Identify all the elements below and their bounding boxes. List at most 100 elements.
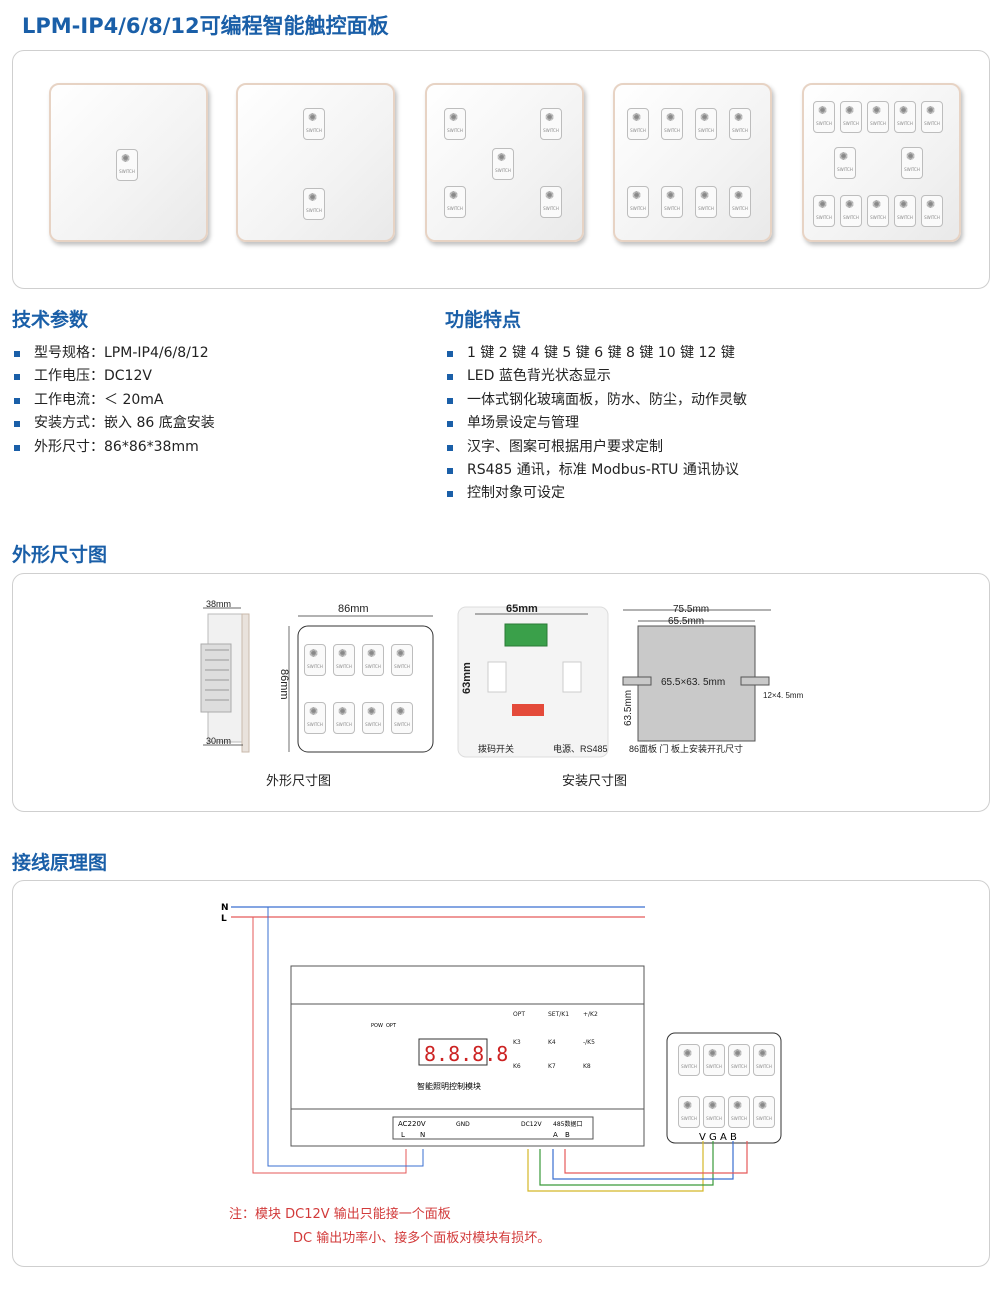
wiring-box: N L POW OPT 8.8.8.8 智能照明控制模块 AC220V L N … [12, 880, 990, 1267]
switch-key-icon: SWITCH [678, 1044, 700, 1076]
switch-key-icon: SWITCH [391, 644, 413, 676]
switch-key-icon: SWITCH [728, 1044, 750, 1076]
switch-key-icon: SWITCH [840, 195, 862, 227]
switch-key-icon: SWITCH [867, 101, 889, 133]
module-button: SET/K1 [548, 1011, 570, 1018]
switch-key-icon: SWITCH [540, 108, 562, 140]
line-l-label: L [221, 914, 227, 924]
dimensions-heading: 外形尺寸图 [12, 544, 108, 566]
feature-item: 控制对象可设定 [445, 482, 747, 505]
tech-item: 外形尺寸：86*86*38mm [12, 436, 215, 459]
switch-key-icon: SWITCH [695, 108, 717, 140]
module-button-panel: OPT SET/K1 +/K2 K3 K4 -/K5 K6 K7 K8 [513, 1011, 623, 1081]
module-name: 智能照明控制模块 [417, 1081, 481, 1091]
switch-key-icon: SWITCH [703, 1044, 725, 1076]
product-photo-box: SWITCH SWITCH SWITCH SWITCH SWITCH SWITC… [12, 50, 990, 289]
feature-item: 一体式钢化玻璃面板，防水、防尘，动作灵敏 [445, 389, 747, 412]
module-button: OPT [513, 1011, 526, 1018]
module-button: K8 [583, 1063, 591, 1070]
switch-key-icon: SWITCH [444, 186, 466, 218]
module-button: K4 [548, 1039, 556, 1046]
switch-key-icon: SWITCH [813, 101, 835, 133]
features-heading: 功能特点 [445, 309, 522, 331]
caption-install: 安装尺寸图 [562, 774, 628, 789]
side-top-dim: 38mm [206, 599, 231, 609]
switch-key-icon: SWITCH [661, 186, 683, 218]
cut-inner-dim: 65.5mm [668, 616, 704, 627]
back-label-power: 电源、RS485 [553, 743, 608, 754]
switch-key-icon: SWITCH [813, 195, 835, 227]
panel-12-key: SWITCH SWITCH SWITCH SWITCH SWITCH SWITC… [802, 83, 961, 242]
switch-key-icon: SWITCH [901, 147, 923, 179]
switch-key-icon: SWITCH [362, 644, 384, 676]
feature-item: LED 蓝色背光状态显示 [445, 365, 747, 388]
module-button: K6 [513, 1063, 521, 1070]
module-button: K3 [513, 1039, 521, 1046]
cut-center-dim: 65.5×63. 5mm [661, 677, 725, 688]
feature-item: RS485 通讯，标准 Modbus-RTU 通讯协议 [445, 459, 747, 482]
switch-key-icon: SWITCH [661, 108, 683, 140]
back-width-dim: 65mm [506, 603, 538, 615]
back-height-dim: 63mm [461, 662, 473, 694]
panel-8-key: SWITCH SWITCH SWITCH SWITCH SWITCH SWITC… [613, 83, 772, 242]
line-n-label: N [221, 903, 229, 913]
note-2: DC 输出功率小、接多个面板对模块有损坏。 [293, 1230, 550, 1246]
switch-key-icon: SWITCH [728, 1096, 750, 1128]
switch-key-icon: SWITCH [840, 101, 862, 133]
module-button: -/K5 [583, 1039, 595, 1046]
switch-key-icon: SWITCH [703, 1096, 725, 1128]
switch-key-icon: SWITCH [627, 186, 649, 218]
switch-key-icon: SWITCH [753, 1096, 775, 1128]
switch-key-icon: SWITCH [753, 1044, 775, 1076]
cut-slot-dim: 12×4. 5mm [763, 691, 804, 700]
caption-outline: 外形尺寸图 [266, 774, 332, 789]
cut-caption: 86面板 门 板上安装开孔尺寸 [629, 743, 743, 754]
switch-key-icon: SWITCH [867, 195, 889, 227]
page-title: LPM-IP4/6/8/12可编程智能触控面板 [22, 14, 389, 38]
switch-key-icon: SWITCH [921, 101, 943, 133]
switch-key-icon: SWITCH [303, 108, 325, 140]
panel-2-key: SWITCH SWITCH [236, 83, 395, 242]
wiring-heading: 接线原理图 [12, 852, 108, 874]
panel-1-key: SWITCH [49, 83, 208, 242]
dimension-drawings: 38mm 30mm 86mm 86mm 65mm 63mm [200, 599, 804, 758]
switch-key-icon: SWITCH [894, 101, 916, 133]
module-button: +/K2 [583, 1011, 598, 1018]
switch-key-icon: SWITCH [729, 108, 751, 140]
module-button: K7 [548, 1063, 556, 1070]
switch-key-icon: SWITCH [921, 195, 943, 227]
term-485: 485数据口 [553, 1120, 582, 1128]
switch-key-icon: SWITCH [116, 149, 138, 181]
back-view: 65mm 63mm 拨码开关 电源、RS485 [457, 603, 609, 758]
switch-key-icon: SWITCH [695, 186, 717, 218]
feature-item: 汉字、图案可根据用户要求定制 [445, 436, 747, 459]
switch-key-icon: SWITCH [333, 702, 355, 734]
switch-key-icon: SWITCH [362, 702, 384, 734]
switch-key-icon: SWITCH [333, 644, 355, 676]
switch-key-icon: SWITCH [492, 148, 514, 180]
front-height-dim: 86mm [278, 669, 290, 700]
tech-item: 安装方式：嵌入 86 底盒安装 [12, 412, 215, 435]
switch-key-icon: SWITCH [391, 702, 413, 734]
front-width-dim: 86mm [338, 603, 369, 615]
term-l: L [401, 1131, 405, 1139]
features-list: 1 键 2 键 4 键 5 键 6 键 8 键 10 键 12 键 LED 蓝色… [445, 342, 747, 506]
tech-item: 工作电压：DC12V [12, 365, 215, 388]
term-ac: AC220V [398, 1120, 426, 1128]
switch-key-icon: SWITCH [894, 195, 916, 227]
panel-5-key: SWITCH SWITCH SWITCH SWITCH SWITCH [425, 83, 584, 242]
term-b: B [565, 1131, 570, 1139]
panel-vgab: V G A B [699, 1132, 737, 1143]
switch-key-icon: SWITCH [678, 1096, 700, 1128]
term-dc: DC12V [521, 1121, 542, 1128]
feature-item: 单场景设定与管理 [445, 412, 747, 435]
term-a: A [553, 1131, 558, 1139]
dimension-box: 38mm 30mm 86mm 86mm 65mm 63mm [12, 573, 990, 812]
opt-label: OPT [386, 1023, 397, 1029]
tech-list: 型号规格：LPM-IP4/6/8/12 工作电压：DC12V 工作电流：＜ 20… [12, 342, 215, 459]
back-label-dip: 拨码开关 [478, 743, 514, 754]
feature-item: 1 键 2 键 4 键 5 键 6 键 8 键 10 键 12 键 [445, 342, 747, 365]
tech-heading: 技术参数 [12, 309, 89, 331]
note-1: 注：模块 DC12V 输出只能接一个面板 [229, 1206, 451, 1222]
cut-outer-dim: 75.5mm [673, 604, 709, 615]
